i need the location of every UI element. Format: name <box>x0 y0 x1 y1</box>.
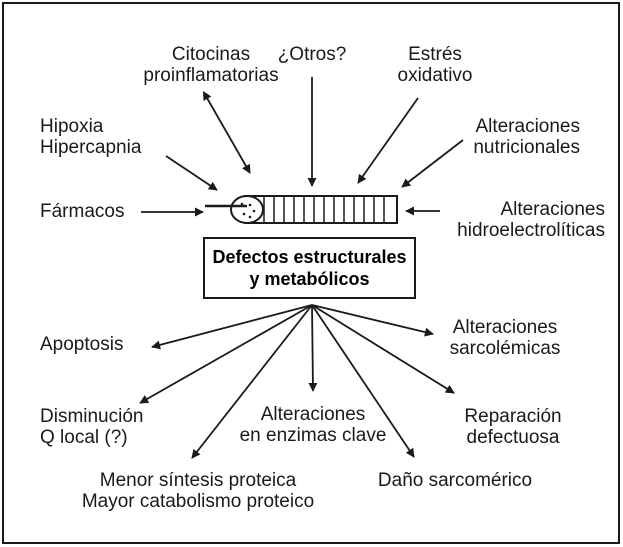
center-line2: y metabólicos <box>249 269 370 289</box>
central-defects-box: Defectos estructurales y metabólicos <box>203 237 416 299</box>
label-farmacos: Fármacos <box>40 201 125 222</box>
arrow-nutricionales <box>401 139 464 188</box>
arrow-enzimas <box>308 304 318 392</box>
label-hipoxia: Hipoxia Hipercapnia <box>40 116 142 158</box>
label-nutricionales: Alteraciones nutricionales <box>473 116 580 158</box>
muscle-fiber-icon <box>230 195 398 224</box>
arrow-hipoxia <box>165 155 218 191</box>
center-line1: Defectos estructurales <box>212 247 407 267</box>
arrow-apoptosis <box>151 304 313 350</box>
arrow-disminucion <box>139 304 313 404</box>
label-sintesis: Menor síntesis proteica Mayor catabolism… <box>81 470 315 512</box>
label-apoptosis: Apoptosis <box>40 334 124 355</box>
label-estres: Estrés oxidativo <box>397 44 473 86</box>
label-otros: ¿Otros? <box>277 44 347 65</box>
arrow-reparacion <box>311 304 455 394</box>
label-dano: Daño sarcomérico <box>377 470 533 491</box>
arrow-citocinas <box>202 90 251 174</box>
label-citocinas: Citocinas proinflamatorias <box>143 44 279 86</box>
arrow-sarcolemicas <box>311 304 434 337</box>
label-sarcolemicas: Alteraciones sarcolémicas <box>449 317 561 359</box>
label-reparacion: Reparación defectuosa <box>464 406 562 448</box>
arrow-dano <box>311 304 415 458</box>
label-enzimas: Alteraciones en enzimas clave <box>239 404 387 446</box>
arrow-estres <box>357 97 419 184</box>
arrow-sintesis <box>191 304 313 459</box>
label-hidroelectroliticas: Alteraciones hidroelectrolíticas <box>457 199 605 241</box>
label-disminucion: Disminución Q local (?) <box>40 406 144 448</box>
